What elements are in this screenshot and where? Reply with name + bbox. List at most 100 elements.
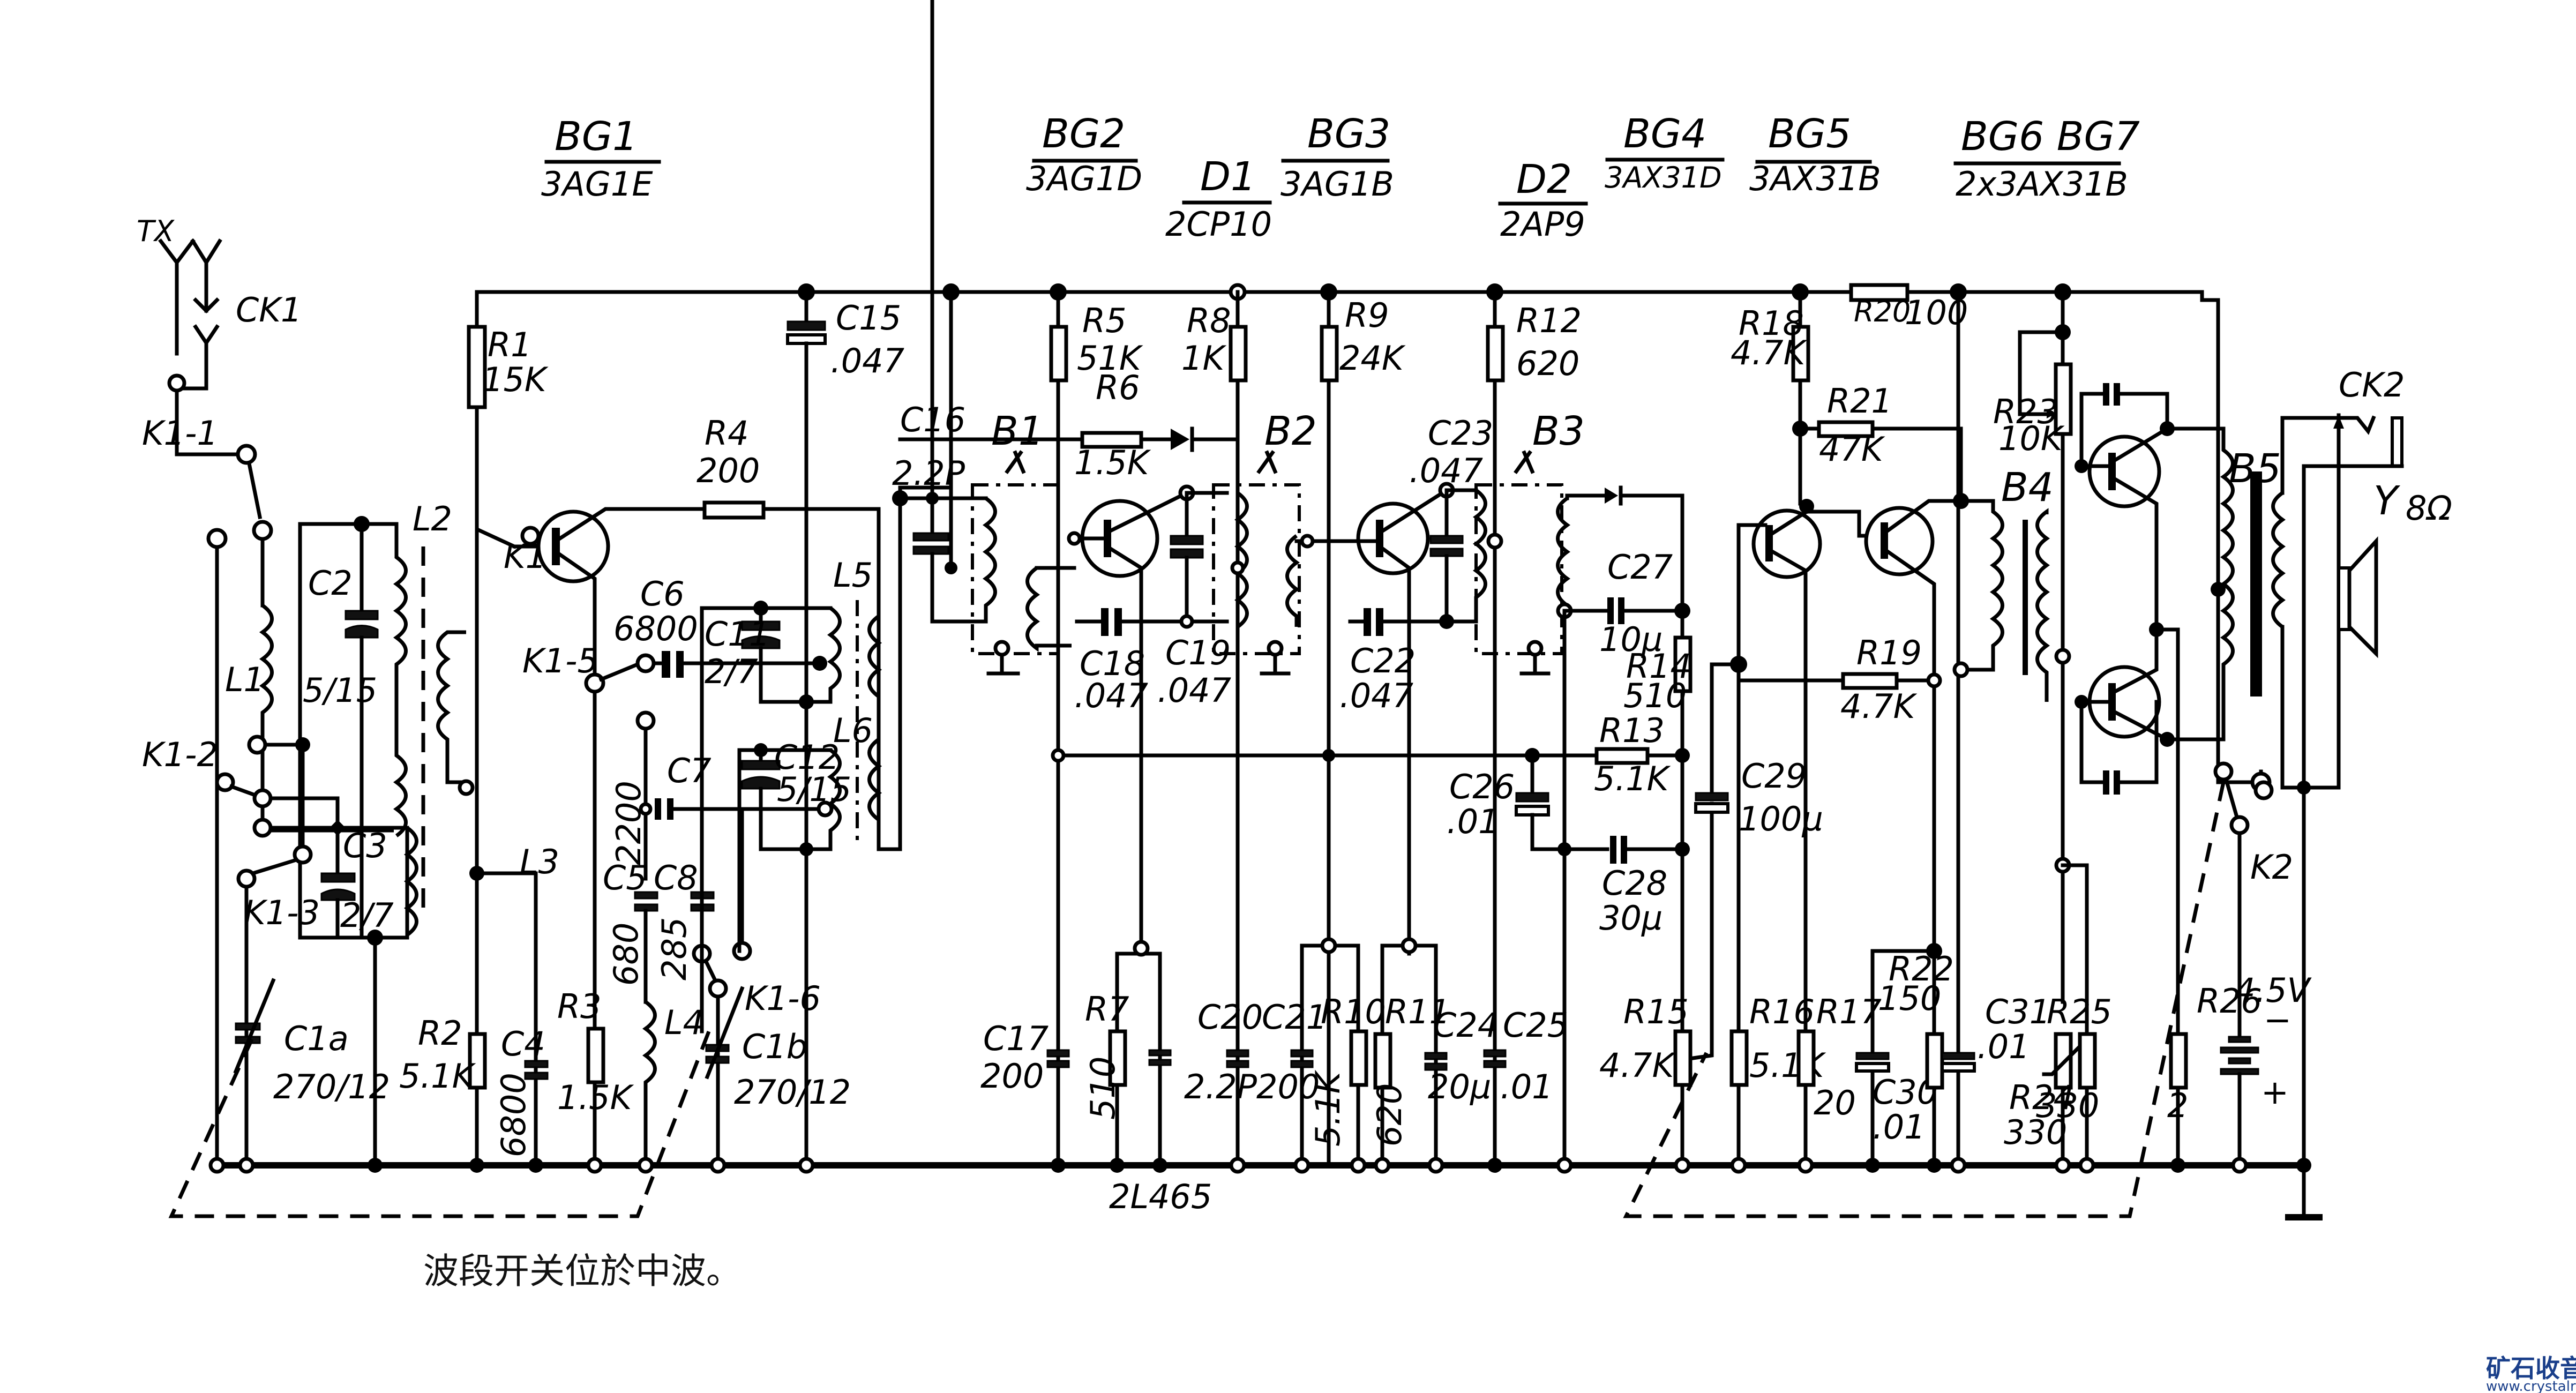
- r10-label: R10: [1321, 992, 1386, 1031]
- oscillator-coil-section: C15 .047 C11 2/7 L5 C12 5/15 L6: [700, 290, 904, 1167]
- c17-value: .047: [1157, 671, 1231, 710]
- r3-value: 1.5K: [557, 1078, 634, 1117]
- c8-value: 285: [655, 917, 694, 980]
- board-id-label: 2L465: [1109, 1177, 1212, 1216]
- detector-section: R12 620 B3 C27 10µ R14 510: [1051, 290, 1693, 1167]
- b3-label: B3: [1532, 408, 1585, 454]
- r17-resistor: [1796, 1029, 1816, 1087]
- k1-5-label: K1-5: [522, 641, 598, 680]
- l6-coil: [827, 748, 842, 849]
- r8-value: 1K: [1181, 339, 1226, 378]
- c13-value: .047: [830, 341, 904, 380]
- r3-label: R3: [557, 987, 602, 1026]
- r2-resistor: [468, 1032, 487, 1090]
- c29-value: .01: [1977, 1027, 2030, 1066]
- r2-label: R2: [418, 1014, 462, 1053]
- c11-label: C11: [705, 615, 770, 654]
- c15-capacitor: [1046, 1049, 1070, 1058]
- c22-value: 20µ: [1428, 1067, 1491, 1106]
- l5-coil: [827, 606, 842, 702]
- r20-label: R20: [1854, 295, 1911, 328]
- c24-capacitor: [1515, 792, 1549, 803]
- c21-capacitor: [1429, 535, 1464, 544]
- c19-value: 200: [1256, 1067, 1320, 1106]
- r21-label: R21: [1827, 381, 1892, 421]
- bg5-part: 3AX31B: [1749, 159, 1881, 198]
- ck1-label: CK1: [236, 290, 302, 329]
- c5-value: 680: [606, 923, 646, 986]
- b1-label: B1: [991, 408, 1044, 454]
- r2-value: 5.1K: [399, 1057, 476, 1096]
- c25-label: C27: [1607, 548, 1673, 587]
- speaker-section: CK2 Y 8Ω: [2280, 365, 2452, 1167]
- speaker-label: Y: [2373, 478, 2401, 524]
- b5-label: B5: [2229, 446, 2281, 492]
- r22-resistor: [1925, 1032, 1944, 1090]
- r4-resistor: [702, 500, 766, 520]
- d1-part: 2CP10: [1165, 205, 1272, 244]
- bg3-transistor: [1356, 501, 1430, 575]
- device-header-bg1: BG1 3AG1E: [541, 114, 661, 204]
- c11-capacitor: [741, 620, 781, 631]
- battery-minus: −: [2264, 1000, 2292, 1039]
- r22-value: 150: [1878, 979, 1941, 1018]
- c1a-label: C1a: [284, 1019, 349, 1058]
- r5-value: 51K: [1077, 339, 1143, 378]
- ground-rail: [214, 1162, 2323, 1220]
- c4-value: 6800: [494, 1073, 533, 1157]
- antenna-terminal: [167, 373, 186, 393]
- c13-capacitor: [787, 320, 826, 331]
- k1-3-label: K1-3: [244, 893, 320, 932]
- r11-value: 620: [1370, 1083, 1409, 1147]
- c5-label: C5: [603, 858, 647, 897]
- r16-label: R16: [1749, 992, 1815, 1031]
- r15-value: 4.7K: [1599, 1046, 1676, 1085]
- c20-value: .047: [1339, 676, 1413, 715]
- r6-label: R6: [1096, 368, 1140, 407]
- bg1-name: BG1: [555, 114, 638, 160]
- l2-label: L2: [413, 499, 452, 538]
- c26-label: C28: [1602, 864, 1667, 903]
- c4-capacitor: [524, 1060, 549, 1068]
- if-stage-2: R9 24K C23 .047 C22 .047: [1294, 290, 1493, 1167]
- b5-secondary: [2271, 491, 2286, 628]
- d2-part: 2AP9: [1500, 205, 1585, 244]
- r23-label: R23: [1993, 392, 2058, 431]
- c5-capacitor: [634, 891, 658, 900]
- k1-1-contact-a: [252, 520, 273, 541]
- antenna-section: TX CK1 K1-1: [137, 214, 302, 549]
- r7-resistor: [1108, 1029, 1127, 1087]
- r9-resistor: [1320, 325, 1339, 383]
- r17-value: 20: [1814, 1083, 1856, 1122]
- c2-value: 5/15: [303, 671, 377, 710]
- r16-resistor: [1729, 1029, 1749, 1087]
- r7-label: R7: [1085, 990, 1129, 1029]
- gang-link-right: [1623, 782, 2226, 1218]
- c2-capacitor: [345, 610, 379, 620]
- c27-value: 100µ: [1739, 799, 1823, 838]
- l6-label: L6: [833, 711, 873, 750]
- d1-diode: [1171, 429, 1189, 450]
- device-header-bg67: BG6 BG7 2x3AX31B: [1953, 114, 2140, 204]
- c18-label: C20: [1197, 998, 1263, 1037]
- c22-capacitor: [1424, 1052, 1448, 1060]
- c26-value: 30µ: [1599, 898, 1663, 938]
- bg4-part: 3AX31D: [1605, 161, 1722, 194]
- device-header-bg3: BG3 3AG1B: [1280, 111, 1394, 204]
- l2-coil: [393, 524, 408, 837]
- r5-resistor: [1049, 325, 1068, 383]
- c3-label: C3: [343, 826, 387, 865]
- c24-value: .01: [1447, 802, 1500, 841]
- c24-label: C26: [1449, 767, 1515, 806]
- b1-shield: [971, 483, 1060, 655]
- c-bypass-r7: [1148, 1049, 1172, 1057]
- c6-value: 6800: [613, 609, 698, 648]
- r18-resistor: [1791, 325, 1810, 383]
- l1-label: L1: [225, 660, 265, 699]
- r4-value: 200: [697, 451, 760, 490]
- c18-capacitor: [1226, 1049, 1249, 1058]
- r26-value: 2: [2167, 1086, 2188, 1125]
- k1-1-contact-b: [206, 528, 228, 549]
- r8-label: R8: [1187, 301, 1231, 340]
- c1b-value: 270/12: [734, 1073, 851, 1112]
